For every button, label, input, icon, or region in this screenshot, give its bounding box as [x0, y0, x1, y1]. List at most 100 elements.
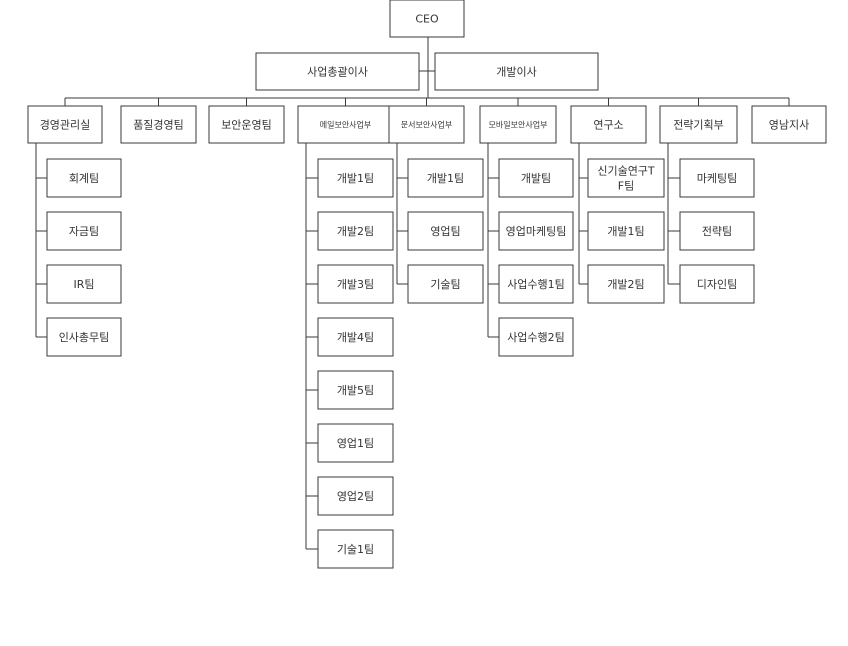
team-node-6-4-label: 사업수행2팀 [507, 331, 565, 344]
team-node-8-2-box [679, 211, 755, 251]
division-node-5: 문서보안사업부 [388, 105, 465, 144]
team-node-5-1: 개발1팀 [407, 158, 484, 198]
team-node-4-7-box [317, 476, 394, 516]
team-node-7-2: 개발1팀 [587, 211, 665, 251]
division-node-4-box [297, 105, 394, 144]
connector-lines [35, 37, 790, 550]
team-node-4-6-label: 영업1팀 [337, 437, 374, 450]
team-node-4-2: 개발2팀 [317, 211, 394, 251]
team-node-1-1-box [46, 158, 122, 198]
division-node-5-box [388, 105, 465, 144]
division-node-1-box [27, 105, 103, 144]
division-node-6-label: 모바일보안사업부 [489, 119, 548, 129]
division-node-7-box [570, 105, 647, 144]
team-node-4-1: 개발1팀 [317, 158, 394, 198]
team-node-6-1: 개발팀 [498, 158, 574, 198]
executive-node-2: 개발이사 [434, 52, 599, 91]
team-node-7-3-box [587, 264, 665, 304]
team-node-4-6-box [317, 423, 394, 463]
team-node-1-3-label: IR팀 [73, 278, 94, 291]
team-node-1-2: 자금팀 [46, 211, 122, 251]
team-node-1-4-label: 인사총무팀 [59, 331, 110, 344]
division-node-6-box [479, 105, 557, 144]
team-node-4-3-box [317, 264, 394, 304]
executive-node-1: 사업총괄이사 [255, 52, 420, 91]
team-node-7-1-box [587, 158, 665, 198]
team-node-7-2-box [587, 211, 665, 251]
team-node-6-1-box [498, 158, 574, 198]
team-node-4-4-box [317, 317, 394, 357]
team-node-4-3-label: 개발3팀 [337, 278, 374, 291]
team-node-4-1-label: 개발1팀 [337, 172, 374, 185]
team-node-4-8-label: 기술1팀 [337, 543, 374, 556]
team-node-8-2-label: 전략팀 [702, 225, 732, 238]
division-node-9-box [751, 105, 827, 144]
team-node-8-1: 마케팅팀 [679, 158, 755, 198]
team-node-5-2-box [407, 211, 484, 251]
team-node-4-2-label: 개발2팀 [337, 225, 374, 238]
team-node-6-2: 영업마케팅팀 [498, 211, 574, 251]
ceo-node-box [389, 0, 465, 38]
team-node-4-4-label: 개발4팀 [337, 331, 374, 344]
division-node-2-box [120, 105, 197, 144]
team-node-6-3: 사업수행1팀 [498, 264, 574, 304]
team-node-8-3: 디자인팀 [679, 264, 755, 304]
division-node-1: 경영관리실 [27, 105, 103, 144]
division-node-3-label: 보안운영팀 [221, 118, 272, 131]
team-node-1-1: 회계팀 [46, 158, 122, 198]
executive-node-1-label: 사업총괄이사 [307, 65, 368, 78]
team-node-7-3-label: 개발2팀 [607, 278, 644, 291]
division-node-8: 전략기획부 [659, 105, 738, 144]
team-node-4-8-box [317, 529, 394, 569]
team-node-5-1-box [407, 158, 484, 198]
team-node-5-2: 영업팀 [407, 211, 484, 251]
team-node-1-2-label: 자금팀 [69, 225, 99, 238]
team-node-8-1-label: 마케팅팀 [697, 172, 737, 185]
division-node-3-box [208, 105, 285, 144]
team-node-4-6: 영업1팀 [317, 423, 394, 463]
team-node-8-1-box [679, 158, 755, 198]
division-node-4-label: 메일보안사업부 [320, 119, 372, 129]
division-node-8-box [659, 105, 738, 144]
team-node-6-1-label: 개발팀 [521, 172, 551, 185]
division-node-7-label: 연구소 [593, 118, 623, 131]
team-node-1-4-box [46, 317, 122, 357]
team-node-6-4-box [498, 317, 574, 357]
team-node-6-2-box [498, 211, 574, 251]
division-node-3: 보안운영팀 [208, 105, 285, 144]
division-node-9: 영남지사 [751, 105, 827, 144]
team-node-4-7: 영업2팀 [317, 476, 394, 516]
division-node-7: 연구소 [570, 105, 647, 144]
ceo-node: CEO [389, 0, 465, 38]
team-node-4-8: 기술1팀 [317, 529, 394, 569]
team-node-6-4: 사업수행2팀 [498, 317, 574, 357]
team-node-5-3-box [407, 264, 484, 304]
team-node-5-3-label: 기술팀 [430, 278, 460, 291]
team-node-4-3: 개발3팀 [317, 264, 394, 304]
ceo-node-label: CEO [415, 12, 439, 25]
team-node-8-3-label: 디자인팀 [697, 278, 737, 291]
team-node-5-3: 기술팀 [407, 264, 484, 304]
team-node-1-3-box [46, 264, 122, 304]
division-node-2-label: 품질경영팀 [133, 118, 184, 131]
division-node-5-label: 문서보안사업부 [401, 119, 453, 129]
team-node-4-5-label: 개발5팀 [337, 384, 374, 397]
team-node-6-2-label: 영업마케팅팀 [506, 225, 567, 238]
team-node-4-7-label: 영업2팀 [337, 490, 374, 503]
team-node-5-1-label: 개발1팀 [427, 172, 464, 185]
division-node-9-label: 영남지사 [769, 118, 809, 131]
team-node-4-2-box [317, 211, 394, 251]
division-node-4: 메일보안사업부 [297, 105, 394, 144]
team-node-5-2-label: 영업팀 [430, 225, 460, 238]
team-node-7-2-label: 개발1팀 [607, 225, 644, 238]
division-node-2: 품질경영팀 [120, 105, 197, 144]
team-node-1-3: IR팀 [46, 264, 122, 304]
team-node-8-2: 전략팀 [679, 211, 755, 251]
team-node-4-1-box [317, 158, 394, 198]
team-node-8-3-box [679, 264, 755, 304]
division-node-1-label: 경영관리실 [40, 118, 91, 131]
executive-node-1-box [255, 52, 420, 91]
